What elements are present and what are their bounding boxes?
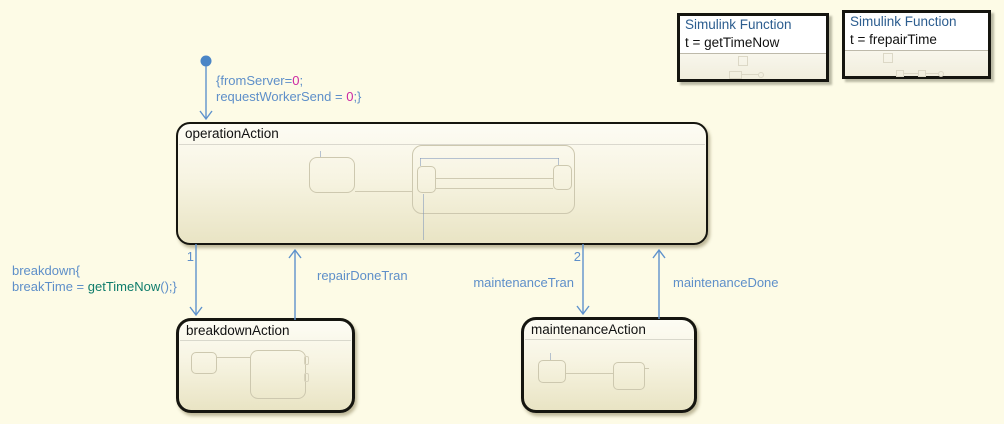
faded-port [304, 373, 309, 382]
faded-wire [926, 73, 938, 74]
simulink-function-preview [845, 51, 988, 77]
faded-connector [645, 368, 649, 369]
simulink-function-signature[interactable]: t = frepairTime [850, 32, 937, 47]
state-breakdown-action[interactable]: breakdownAction [176, 318, 355, 413]
simulink-function-preview [680, 54, 826, 79]
faded-block [729, 71, 742, 79]
faded-default-transition [320, 151, 321, 157]
state-title-separator [180, 340, 351, 341]
faded-block [918, 70, 926, 77]
faded-transition-tick [558, 158, 559, 165]
canvas-bottom-edge [0, 424, 1004, 430]
transition-maintenance-to-operation[interactable] [652, 248, 666, 319]
state-title[interactable]: breakdownAction [186, 323, 290, 338]
state-title-separator [179, 144, 705, 145]
transition-breakdown-to-operation[interactable] [288, 248, 302, 320]
faded-block [896, 70, 904, 77]
simulink-function-frepairtime[interactable]: Simulink Function t = frepairTime [842, 10, 991, 79]
transition-default[interactable] [199, 55, 213, 121]
state-title[interactable]: maintenanceAction [531, 322, 646, 337]
transition-operation-to-maintenance[interactable] [576, 244, 590, 316]
default-transition-origin-dot[interactable] [200, 55, 212, 67]
faded-substate [613, 362, 645, 390]
simulink-function-title: Simulink Function [850, 14, 957, 29]
faded-wire [904, 73, 918, 74]
faded-substate [538, 360, 566, 383]
state-operation-action[interactable]: operationAction [176, 122, 708, 245]
arrowhead-up-icon [288, 248, 302, 259]
faded-substate [250, 350, 306, 399]
faded-connector [436, 188, 553, 189]
separator [845, 50, 988, 51]
transition-order-number-1[interactable]: 1 [186, 249, 194, 264]
faded-substate-container [412, 145, 575, 214]
arrowhead-up-icon [652, 248, 666, 259]
transition-label-breakdown[interactable]: breakdown{ breakTime = getTimeNow();} [12, 263, 177, 294]
faded-wire [742, 74, 759, 75]
faded-substate [309, 157, 355, 193]
faded-port [304, 356, 309, 365]
transition-label-maintenance-done[interactable]: maintenanceDone [673, 275, 779, 290]
transition-label-init[interactable]: {fromServer=0; requestWorkerSend = 0;} [216, 73, 362, 104]
simulink-function-gettimenow[interactable]: Simulink Function t = getTimeNow [677, 13, 829, 82]
transition-label-repair-done[interactable]: repairDoneTran [317, 268, 408, 283]
faded-default-transition [550, 353, 551, 360]
faded-connector [217, 357, 250, 358]
state-title[interactable]: operationAction [185, 126, 279, 141]
arrowhead-down-icon [576, 305, 590, 316]
faded-block [738, 56, 748, 66]
faded-transition-tick [420, 158, 421, 166]
faded-substate [553, 165, 572, 190]
simulink-function-title: Simulink Function [685, 17, 792, 32]
arrowhead-down-icon [199, 110, 213, 121]
faded-port [758, 72, 764, 78]
faded-block [883, 53, 893, 63]
state-maintenance-action[interactable]: maintenanceAction [521, 317, 697, 413]
transition-label-maintenance-tran[interactable]: maintenanceTran [473, 275, 574, 290]
transition-operation-to-breakdown[interactable] [189, 244, 203, 317]
simulink-function-signature[interactable]: t = getTimeNow [685, 35, 780, 50]
transition-order-number-2[interactable]: 2 [573, 249, 581, 264]
state-title-separator [525, 339, 693, 340]
separator [680, 53, 826, 54]
faded-port [938, 71, 944, 77]
faded-transition-line [423, 194, 424, 240]
faded-connector [355, 191, 412, 192]
faded-substate [417, 166, 436, 193]
faded-transition-line [420, 158, 559, 159]
faded-connector [436, 178, 553, 179]
arrowhead-down-icon [189, 306, 203, 317]
faded-connector [566, 373, 613, 374]
faded-substate [191, 352, 217, 374]
